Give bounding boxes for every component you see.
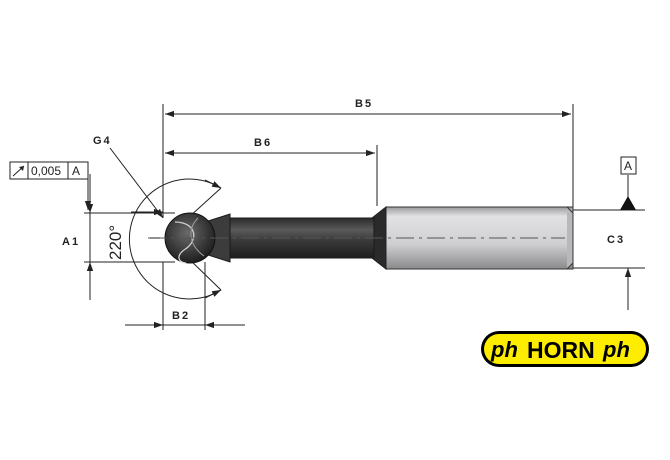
datum-a-box: A: [620, 156, 637, 175]
angle-220-label: 220°: [106, 225, 125, 260]
logo-left-mark: ph: [490, 337, 518, 362]
dimension-a1: A1 220°: [62, 174, 125, 300]
tool-shank-chamfer: [566, 206, 574, 270]
circular-runout-arrow-icon: [12, 165, 25, 177]
angle-arc: [128, 178, 222, 300]
tolerance-frame: 0,005 A: [9, 161, 92, 210]
dimension-b6: B6: [165, 137, 375, 157]
g4-label: G4: [93, 135, 112, 147]
logo-name: HORN: [527, 337, 595, 363]
b2-label: B2: [172, 310, 190, 322]
tool-shank: [385, 206, 574, 270]
g4-angle-callout: G4: [93, 135, 222, 300]
cutting-edge: [174, 221, 195, 264]
datum-triangle: [620, 196, 636, 210]
b6-label: B6: [254, 137, 272, 149]
tolerance-datum: A: [72, 164, 80, 178]
tolerance-value: 0,005: [31, 164, 61, 178]
dimension-c3: C3: [607, 175, 636, 310]
dimension-b2: B2: [125, 310, 245, 329]
b5-label: B5: [355, 98, 373, 110]
extension-lines: [84, 104, 645, 330]
horn-logo: ph HORN ph: [481, 331, 649, 367]
logo-right-mark: ph: [602, 337, 630, 362]
g4-leader: [109, 147, 164, 219]
ball-nose-end-mill: [164, 205, 574, 271]
datum-a-label: A: [624, 159, 632, 173]
a1-label: A1: [62, 236, 80, 248]
c3-label: C3: [607, 234, 625, 246]
dimension-b5: B5: [165, 98, 571, 118]
